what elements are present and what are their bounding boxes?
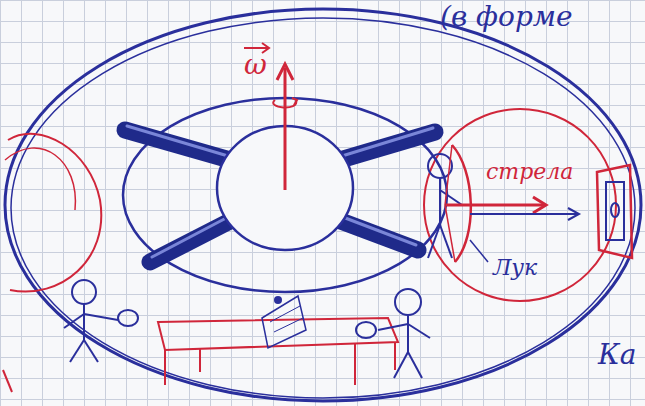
left-red-arc [5, 148, 75, 210]
right-player [356, 289, 430, 378]
note-text: (в форме [440, 2, 573, 33]
ping-pong-table [158, 318, 398, 385]
rotation-axis [284, 68, 287, 190]
left-player [64, 280, 138, 362]
cut-text: Ка [598, 340, 636, 371]
left-red-circle [8, 134, 101, 292]
arrow-shaft [446, 204, 545, 207]
arrow-label: стрела [486, 160, 573, 184]
table-net [262, 296, 306, 348]
outer-ellipse [5, 9, 641, 401]
blue-arrow [470, 213, 578, 215]
omega-symbol: ω [244, 50, 267, 81]
vector-arrow [244, 47, 268, 49]
bow-label: Лук [493, 256, 537, 280]
target [597, 165, 632, 258]
outer-ellipse-sketch [11, 18, 635, 398]
right-red-circle [424, 109, 616, 301]
